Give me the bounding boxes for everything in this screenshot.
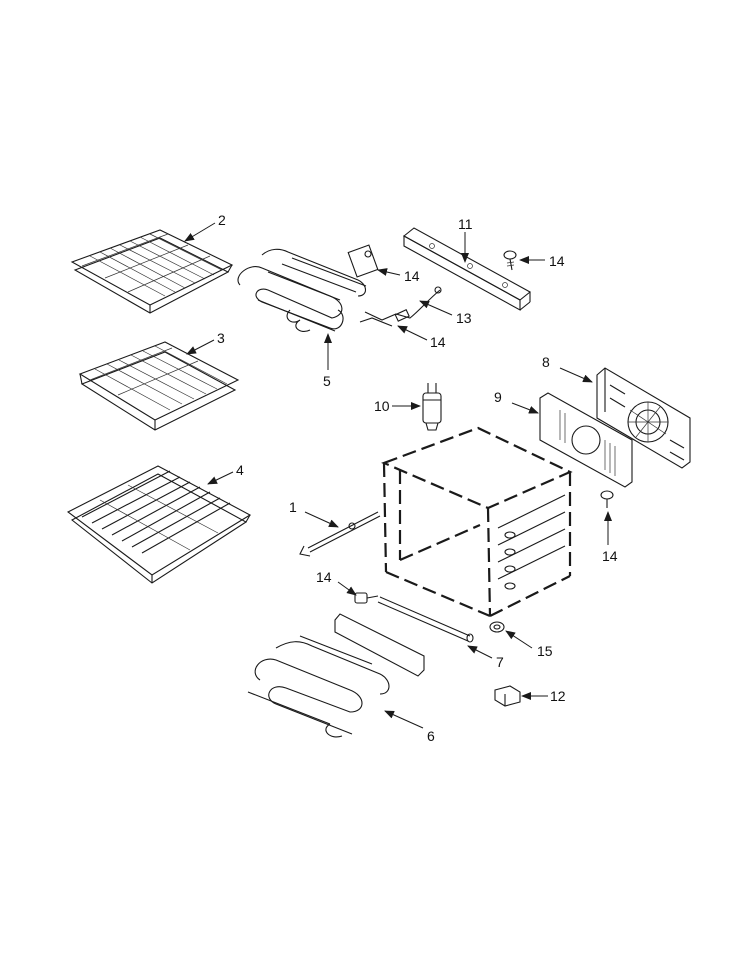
fan-cover-part-9 — [539, 392, 633, 488]
broil-element-part-5 — [237, 244, 379, 332]
callout-1: 1 — [289, 499, 297, 515]
callout-labels: 2 3 4 5 14 11 14 13 14 10 8 9 14 1 14 7 … — [217, 212, 618, 744]
callout-2: 2 — [218, 212, 226, 228]
screw-part-14-right — [600, 490, 614, 508]
screw-part-14-top — [503, 250, 517, 271]
wire-harness-part-13 — [359, 286, 442, 327]
callout-10: 10 — [374, 398, 390, 414]
callout-14-d: 14 — [602, 548, 618, 564]
sensor-part-10 — [422, 383, 442, 431]
callout-8: 8 — [542, 354, 550, 370]
bracket-part-11 — [403, 227, 531, 311]
sensor-rod-part-1 — [299, 511, 381, 557]
callout-15: 15 — [537, 643, 553, 659]
callout-14-a: 14 — [404, 268, 420, 284]
callout-14-e: 14 — [316, 569, 332, 585]
clip-part-12 — [494, 685, 521, 707]
rod-part-7 — [377, 596, 474, 643]
callout-14-b: 14 — [549, 253, 565, 269]
washer-part-15 — [489, 621, 505, 633]
callout-4: 4 — [236, 462, 244, 478]
callout-9: 9 — [494, 389, 502, 405]
rack-part-3 — [78, 341, 240, 431]
oven-cavity — [381, 426, 573, 618]
callout-5: 5 — [323, 373, 331, 389]
screw-part-14-lower — [354, 592, 379, 604]
callout-11: 11 — [458, 216, 473, 232]
callout-12: 12 — [550, 688, 566, 704]
leader-lines — [184, 222, 612, 729]
oven-rack-part-4 — [66, 465, 252, 584]
callout-14-c: 14 — [430, 334, 446, 350]
roller-rack-part-2 — [70, 229, 234, 314]
callout-7: 7 — [496, 654, 504, 670]
callout-3: 3 — [217, 330, 225, 346]
convection-fan-plate-part-8 — [596, 367, 691, 469]
callout-6: 6 — [427, 728, 435, 744]
callout-13: 13 — [456, 310, 472, 326]
bake-element-part-6 — [247, 613, 425, 738]
